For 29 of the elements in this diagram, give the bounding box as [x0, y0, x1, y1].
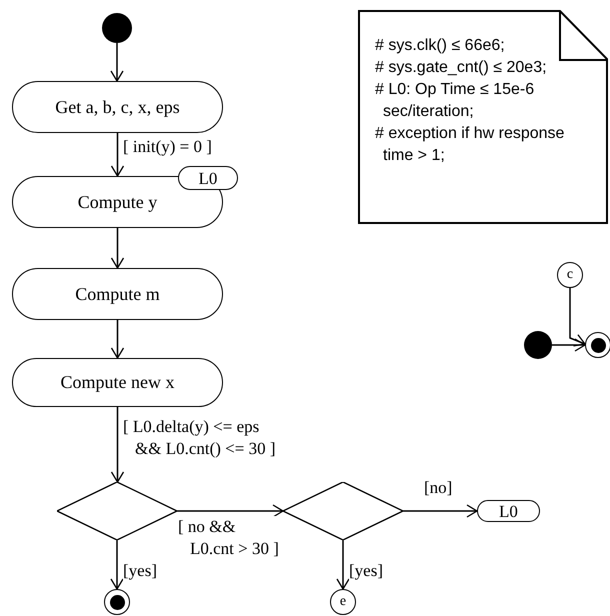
decision-diamond — [283, 482, 403, 540]
arrow — [110, 407, 124, 483]
action-node: Get a, b, c, x, eps — [12, 81, 223, 133]
note-box — [358, 10, 608, 224]
arrow — [403, 504, 478, 518]
action-node: Compute new x — [12, 358, 223, 407]
arrow — [110, 43, 124, 82]
loop-tag: L0 — [477, 500, 540, 522]
note-text: # sys.gate_cnt() ≤ 20e3; — [375, 58, 547, 78]
final-node — [104, 589, 130, 615]
note-text: # sys.clk() ≤ 66e6; — [375, 36, 505, 56]
arrow — [110, 133, 124, 177]
arrow — [177, 504, 284, 518]
initial-node — [102, 13, 132, 43]
arrow — [110, 540, 124, 590]
arrow — [569, 288, 586, 346]
initial-node — [524, 331, 552, 359]
connector-node: c — [557, 262, 583, 288]
loop-tag: L0 — [178, 166, 238, 190]
note-text: # L0: Op Time ≤ 15e-6 sec/iteration; — [375, 80, 536, 122]
note-text: # exception if hw response time > 1; — [375, 124, 566, 166]
exception-node: e — [330, 589, 356, 615]
arrow — [552, 338, 586, 352]
action-node: Compute m — [12, 268, 223, 320]
arrow — [110, 320, 124, 359]
arrow — [110, 228, 124, 269]
arrow — [336, 540, 350, 590]
final-node — [585, 332, 610, 358]
decision-diamond — [57, 482, 177, 540]
